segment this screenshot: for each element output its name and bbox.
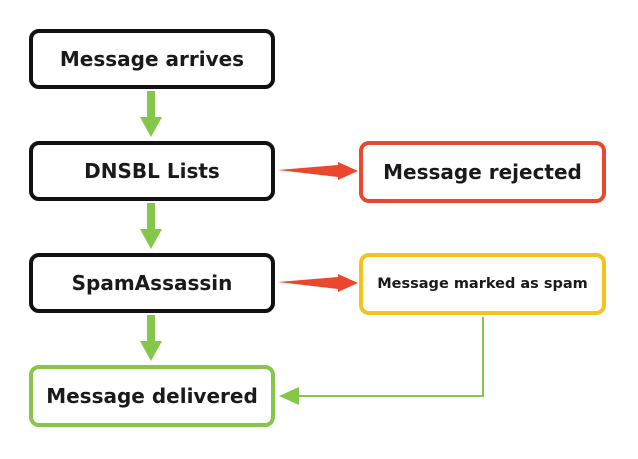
node-message-delivered: Message delivered bbox=[29, 365, 275, 427]
node-message-marked-spam-label: Message marked as spam bbox=[377, 276, 588, 292]
arrow-spamassassin-to-marked bbox=[278, 274, 358, 292]
node-message-arrives: Message arrives bbox=[29, 29, 275, 89]
arrow-spamassassin-to-delivered bbox=[140, 315, 162, 361]
node-message-delivered-label: Message delivered bbox=[46, 384, 258, 408]
arrow-dnsbl-to-spamassassin bbox=[140, 203, 162, 249]
node-dnsbl-lists: DNSBL Lists bbox=[29, 141, 275, 201]
node-spamassassin: SpamAssassin bbox=[29, 253, 275, 313]
node-message-marked-spam: Message marked as spam bbox=[359, 253, 606, 315]
node-message-rejected-label: Message rejected bbox=[383, 160, 582, 184]
node-spamassassin-label: SpamAssassin bbox=[71, 271, 233, 295]
node-message-arrives-label: Message arrives bbox=[59, 47, 245, 71]
arrow-arrives-to-dnsbl bbox=[140, 91, 162, 137]
node-dnsbl-lists-label: DNSBL Lists bbox=[84, 159, 220, 183]
node-message-rejected: Message rejected bbox=[359, 141, 606, 203]
arrow-dnsbl-to-rejected bbox=[278, 162, 358, 180]
arrow-marked-to-delivered bbox=[279, 317, 484, 405]
